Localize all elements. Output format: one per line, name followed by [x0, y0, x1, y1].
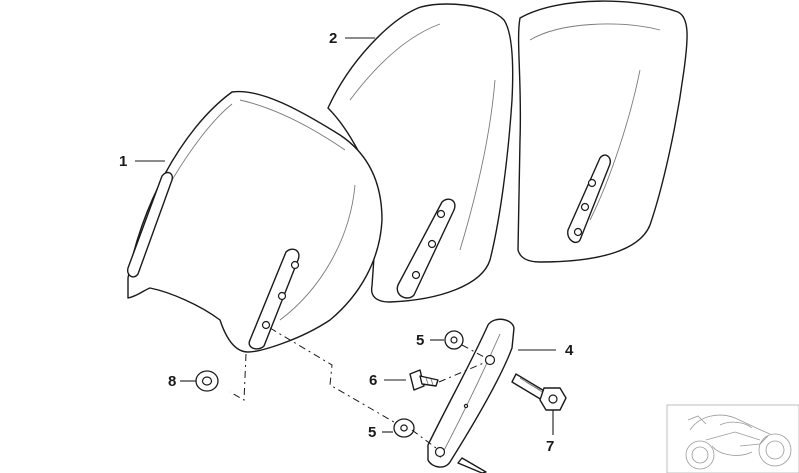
callout-2: 2 [329, 30, 337, 47]
callout-6: 6 [369, 372, 377, 389]
callout-5-lower: 5 [368, 424, 376, 441]
bolt-lower[interactable] [457, 457, 487, 473]
bolt[interactable] [511, 373, 567, 411]
grommet[interactable] [195, 370, 219, 392]
callout-7: 7 [546, 438, 554, 455]
callout-5-upper: 5 [416, 332, 424, 349]
assembly-line [269, 327, 395, 423]
mount-hole [436, 209, 446, 219]
assembly-line [229, 353, 247, 401]
mount-hole [587, 178, 597, 188]
assembly-line [461, 344, 485, 358]
bolt-head-socket [548, 394, 558, 404]
screw[interactable] [409, 369, 439, 391]
mount-hole [427, 239, 437, 249]
windshield-tall[interactable] [327, 3, 514, 303]
callout-1: 1 [119, 153, 127, 170]
mount-hole [277, 291, 287, 301]
washer[interactable] [393, 418, 415, 438]
mounting-bracket[interactable] [427, 318, 515, 468]
callout-8: 8 [168, 373, 176, 390]
mount-hole [261, 320, 271, 330]
washer[interactable] [444, 330, 464, 350]
bracket-pin [463, 403, 469, 409]
callout-4: 4 [565, 342, 574, 359]
assembly-line [411, 429, 437, 449]
windshield-short[interactable] [126, 90, 383, 353]
mount-hole [411, 270, 421, 280]
mount-hole [290, 260, 300, 270]
motorcycle-thumbnail-icon [666, 404, 799, 473]
bracket-hole [484, 354, 496, 366]
bracket-hole [434, 446, 446, 458]
mount-hole [573, 227, 583, 237]
mount-hole [580, 202, 590, 212]
windshield-tall-rear[interactable] [517, 0, 688, 263]
